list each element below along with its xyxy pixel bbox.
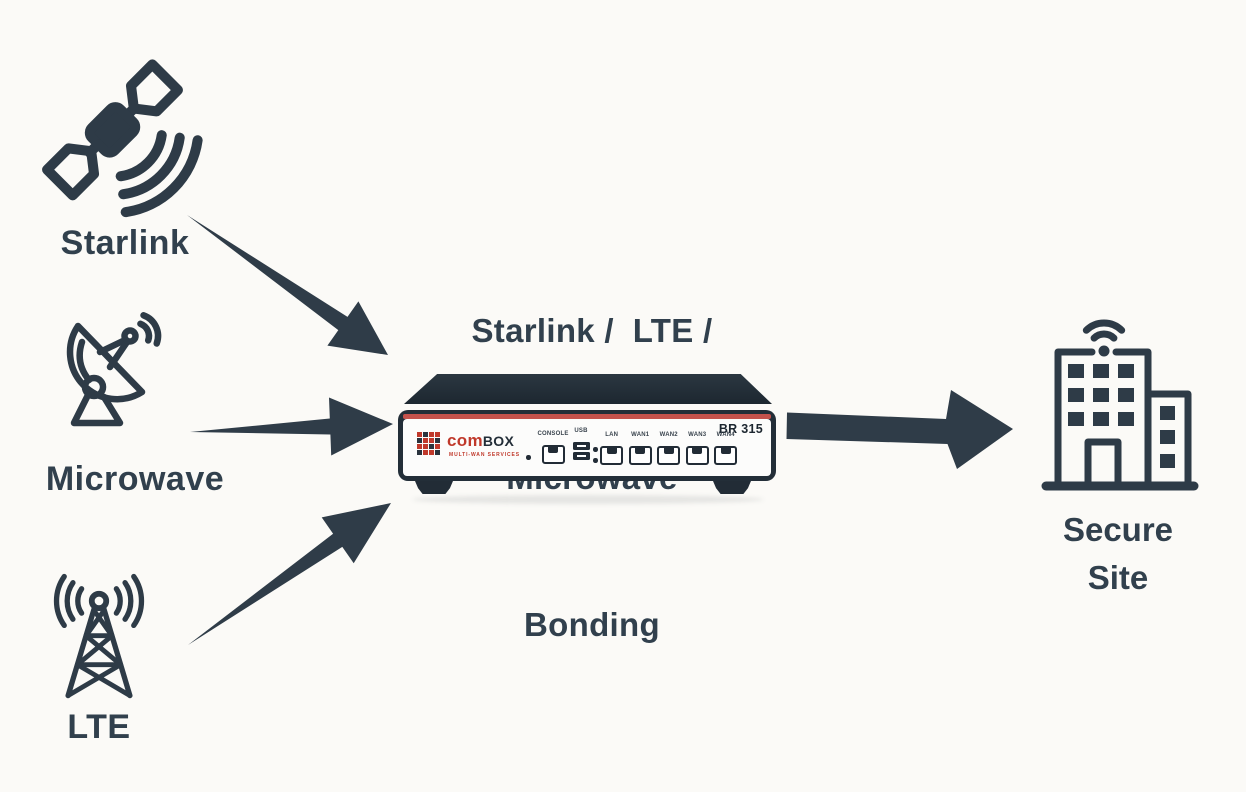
usb-port-top [572,442,590,450]
rj45-jack [657,446,681,465]
brand-suffix: BOX [482,433,515,449]
secure-site-line-1: Secure [1062,511,1174,548]
rj45-jack [628,446,652,465]
status-led-2 [593,458,598,463]
usb-port-group: USB [571,428,591,462]
brand-prefix: com [447,431,483,450]
ethernet-ports-row: LAN WAN1 WAN2 WAN3 [600,432,738,465]
starlink-arrow [187,215,388,355]
port-label: WAN2 [659,432,678,438]
microwave-label: Microwave [45,460,225,498]
port-label: WAN3 [688,432,707,438]
cell-tower-icon [53,573,145,699]
satellite-dish-icon [66,312,162,427]
port-label: WAN1 [631,432,650,438]
console-port [541,445,565,464]
starlink-label: Starlink [60,224,190,262]
wan2-port: WAN2 [657,432,681,465]
red-accent-stripe [403,414,771,419]
building-icon [1041,319,1199,491]
output-arrow [786,390,1013,469]
console-port-group: CONSOLE [537,431,569,464]
secure-site-line-2: Site [1087,559,1149,596]
console-label: CONSOLE [537,431,569,437]
lte-arrow [188,503,391,645]
lte-label: LTE [67,708,131,746]
combox-logo-grid [417,432,441,456]
rj45-jack [600,446,624,465]
brand-tagline: MULTI-WAN SERVICES [449,452,521,458]
lan-port: LAN [600,432,624,465]
wan1-port: WAN1 [628,432,653,465]
wan4-port: WAN4 [714,432,738,465]
secure-site-label: Secure Site [1036,506,1200,602]
device-foot-right [713,481,751,494]
model-number: BR 315 [718,422,763,436]
port-label: LAN [605,432,619,438]
satellite-icon [42,59,203,218]
router-top-lid [404,374,772,404]
rj45-jack [685,446,709,465]
title-line-3: Bonding [524,606,660,643]
usb-port-bottom [572,452,590,460]
rj45-jack [714,446,738,465]
device-foot-left [415,481,453,494]
power-led [526,455,531,460]
device-shadow [412,495,764,504]
title-line-1: Starlink / LTE / [471,312,713,349]
port-label: WAN4 [716,432,735,438]
microwave-arrow [190,397,393,456]
wan3-port: WAN3 [685,432,710,465]
status-led-1 [593,447,598,452]
usb-label: USB [574,428,588,434]
